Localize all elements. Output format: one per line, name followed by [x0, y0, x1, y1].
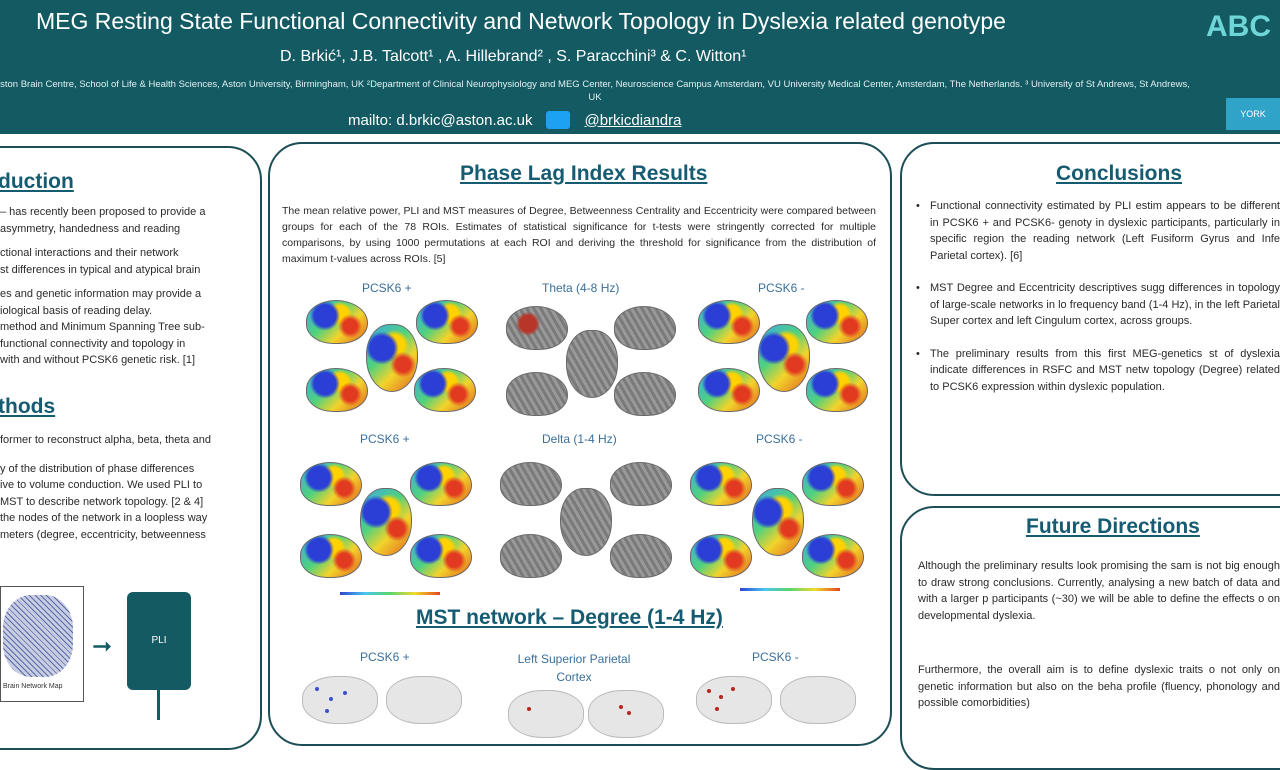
mst-network-title: MST network – Degree (1-4 Hz) — [416, 606, 723, 629]
brain-map — [410, 462, 472, 506]
brain-map — [698, 368, 760, 412]
brain-map — [366, 324, 418, 392]
brain-map — [806, 300, 868, 344]
email-link[interactable]: mailto: d.brkic@aston.ac.uk — [348, 111, 533, 129]
brain-map — [614, 372, 676, 416]
brain-map — [802, 534, 864, 578]
row3-label-right: PCSK6 - — [752, 650, 799, 664]
brain-map — [802, 462, 864, 506]
contact-row: mailto: d.brkic@aston.ac.uk @brkicdiandr… — [348, 111, 681, 129]
network-brain — [696, 676, 772, 724]
brain-map — [500, 534, 562, 578]
conclusion-item: The preliminary results from this first … — [916, 346, 1280, 396]
authors-line: D. Brkić¹, J.B. Talcott¹ , A. Hillebrand… — [280, 48, 747, 65]
brain-map — [500, 462, 562, 506]
row2-label-left: PCSK6 + — [360, 432, 410, 446]
row3-label-center: Left Superior Parietal Cortex — [517, 652, 631, 684]
affiliations: ston Brain Centre, School of Life & Heal… — [0, 79, 1190, 103]
brain-map — [806, 368, 868, 412]
introduction-title: duction — [0, 170, 74, 193]
future-text-2: Furthermore, the overall aim is to defin… — [918, 664, 1280, 709]
row1-label-left: PCSK6 + — [362, 281, 412, 295]
poster-title: MEG Resting State Functional Connectivit… — [36, 8, 1006, 34]
brain-map — [306, 300, 368, 344]
twitter-icon — [546, 111, 571, 129]
network-brain — [588, 690, 664, 738]
brain-map — [360, 488, 412, 556]
row3-label-left: PCSK6 + — [360, 650, 410, 664]
brain-map — [300, 462, 362, 506]
brain-map — [506, 372, 568, 416]
brain-network-diagram: Brain Network Map — [0, 586, 84, 702]
brain-map — [306, 368, 368, 412]
connector-line — [157, 690, 160, 720]
brain-map — [698, 300, 760, 344]
brain-map — [614, 306, 676, 350]
brain-map — [414, 368, 476, 412]
pli-results-title: Phase Lag Index Results — [460, 162, 708, 185]
row2-label-right: PCSK6 - — [756, 432, 803, 446]
brain-map — [566, 330, 618, 398]
brain-map — [410, 534, 472, 578]
pli-results-text: The mean relative power, PLI and MST mea… — [282, 205, 876, 265]
methods-text: former to reconstruct alpha, beta, theta… — [0, 434, 211, 541]
brain-map — [690, 534, 752, 578]
row1-label-center: Theta (4-8 Hz) — [542, 281, 620, 295]
brain-map — [752, 488, 804, 556]
brain-map — [300, 534, 362, 578]
brain-map — [690, 462, 752, 506]
future-text-1: Although the preliminary results look pr… — [918, 560, 1280, 622]
conclusions-title: Conclusions — [1056, 162, 1183, 185]
network-brain — [780, 676, 856, 724]
network-map-image — [3, 595, 73, 677]
brain-map — [610, 462, 672, 506]
row2-label-center: Delta (1-4 Hz) — [542, 432, 617, 446]
conclusion-item: Functional connectivity estimated by PLI… — [916, 198, 1280, 264]
network-brain — [508, 690, 584, 738]
colorbar — [740, 588, 840, 591]
conclusions-text: Functional connectivity estimated by PLI… — [916, 198, 1280, 411]
brain-map — [758, 324, 810, 392]
row1-label-right: PCSK6 - — [758, 281, 805, 295]
conclusion-item: MST Degree and Eccentricity descriptives… — [916, 280, 1280, 330]
future-panel — [900, 506, 1280, 770]
pli-box: PLI — [127, 592, 191, 690]
abc-logo: ABC — [1206, 10, 1271, 43]
brain-map — [416, 300, 478, 344]
brain-map — [506, 306, 568, 350]
brain-map — [560, 488, 612, 556]
twitter-handle[interactable]: @brkicdiandra — [584, 111, 682, 129]
arrow-icon: ➞ — [92, 633, 113, 660]
network-brain — [386, 676, 462, 724]
colorbar — [340, 592, 440, 595]
network-brain — [302, 676, 378, 724]
poster-header: MEG Resting State Functional Connectivit… — [0, 0, 1280, 134]
york-logo: YORK — [1226, 98, 1280, 130]
brain-map — [610, 534, 672, 578]
center-panel — [268, 142, 892, 746]
future-title: Future Directions — [1026, 515, 1200, 538]
introduction-text: – has recently been proposed to provide … — [0, 206, 206, 366]
methods-title: thods — [0, 395, 56, 418]
diagram-caption: Brain Network Map — [3, 683, 63, 690]
